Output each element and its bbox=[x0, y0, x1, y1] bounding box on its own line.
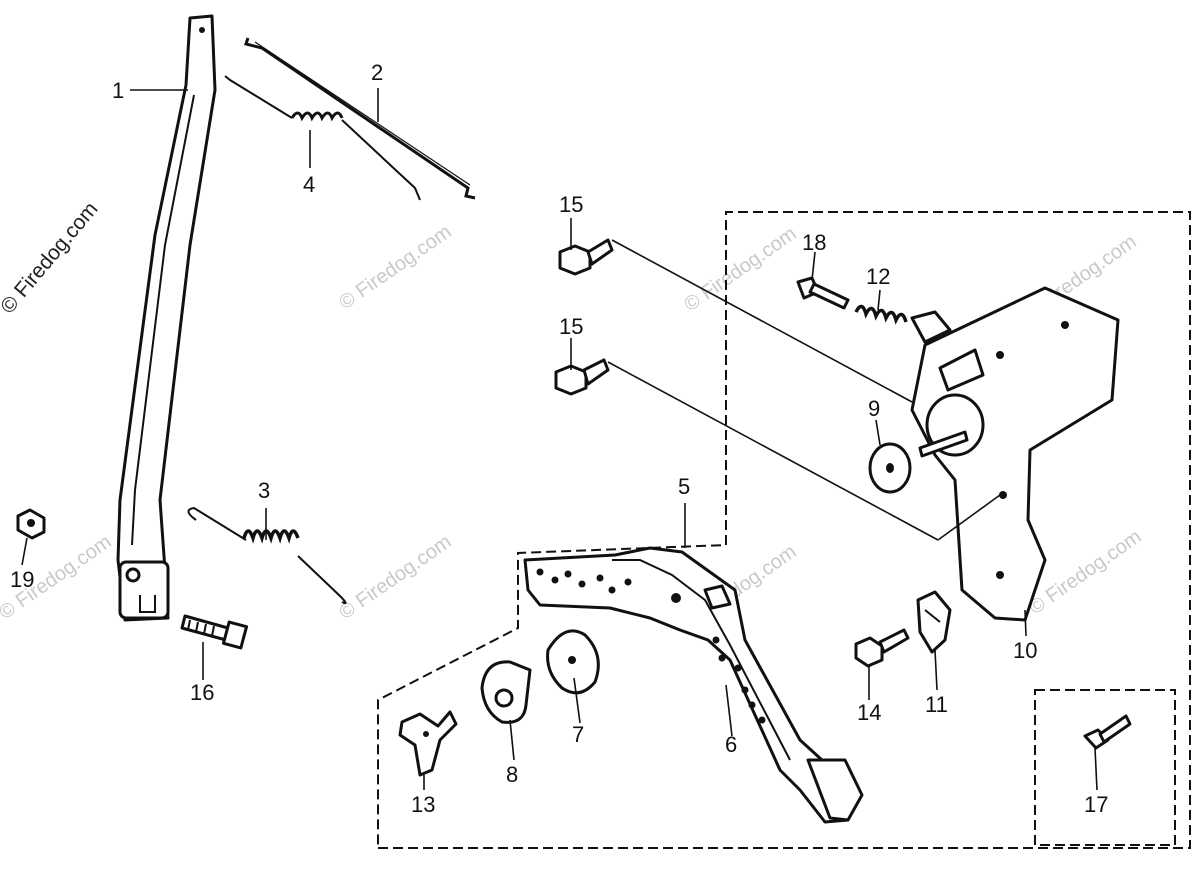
part-1-lever-arm bbox=[116, 14, 217, 622]
watermark: © Firedog.com bbox=[335, 221, 455, 314]
callout-16: 16 bbox=[190, 680, 214, 705]
callout-7: 7 bbox=[572, 722, 584, 747]
callout-6: 6 bbox=[725, 732, 737, 757]
part-18-bolt bbox=[796, 276, 850, 310]
part-15-bolt-upper bbox=[558, 238, 614, 276]
part-3-spring bbox=[187, 506, 347, 605]
callout-3: 3 bbox=[258, 478, 270, 503]
part-2-rod bbox=[244, 37, 476, 200]
callout-2: 2 bbox=[371, 60, 383, 85]
watermark: © Firedog.com bbox=[1025, 526, 1145, 619]
part-5-6-lever bbox=[523, 546, 864, 824]
callout-1: 1 bbox=[112, 78, 124, 103]
callout-14: 14 bbox=[857, 700, 881, 725]
callout-15-upper: 15 bbox=[559, 192, 583, 217]
lever-holes bbox=[536, 568, 766, 724]
assembly-outline bbox=[377, 211, 1191, 849]
callout-13: 13 bbox=[411, 792, 435, 817]
callout-5: 5 bbox=[678, 474, 690, 499]
callout-15-lower: 15 bbox=[559, 314, 583, 339]
callout-17: 17 bbox=[1084, 792, 1108, 817]
watermark: © Firedog.com bbox=[335, 531, 455, 624]
part-11-clip bbox=[916, 590, 952, 654]
callouts: 1 2 3 4 5 6 7 8 9 10 11 12 13 14 15 15 1… bbox=[10, 60, 1108, 817]
part-16-bolt bbox=[180, 614, 249, 650]
watermark-main: © Firedog.com bbox=[0, 198, 103, 319]
leader-lines bbox=[21, 88, 1098, 791]
part-8-cam bbox=[480, 660, 532, 724]
callout-18: 18 bbox=[802, 230, 826, 255]
part-9-washer bbox=[868, 442, 912, 494]
part-10-bracket bbox=[910, 286, 1120, 622]
part-15-bolt-lower bbox=[554, 358, 610, 396]
part-19-nut bbox=[16, 508, 46, 540]
callout-8: 8 bbox=[506, 762, 518, 787]
part-17-bolt bbox=[1083, 714, 1132, 750]
part-12-spring bbox=[854, 304, 908, 325]
part-13-wingnut bbox=[398, 710, 458, 777]
callout-10: 10 bbox=[1013, 638, 1037, 663]
assembly-boundaries bbox=[377, 211, 1191, 849]
callout-19: 19 bbox=[10, 567, 34, 592]
callout-4: 4 bbox=[303, 172, 315, 197]
part-17-box bbox=[1034, 689, 1176, 846]
part-14-bolt bbox=[854, 628, 910, 668]
part-4-spring bbox=[224, 75, 421, 201]
callout-9: 9 bbox=[868, 396, 880, 421]
callout-11: 11 bbox=[925, 692, 948, 717]
part-7-washer bbox=[546, 629, 600, 695]
callout-12: 12 bbox=[866, 264, 890, 289]
watermark: © Firedog.com bbox=[680, 223, 800, 316]
